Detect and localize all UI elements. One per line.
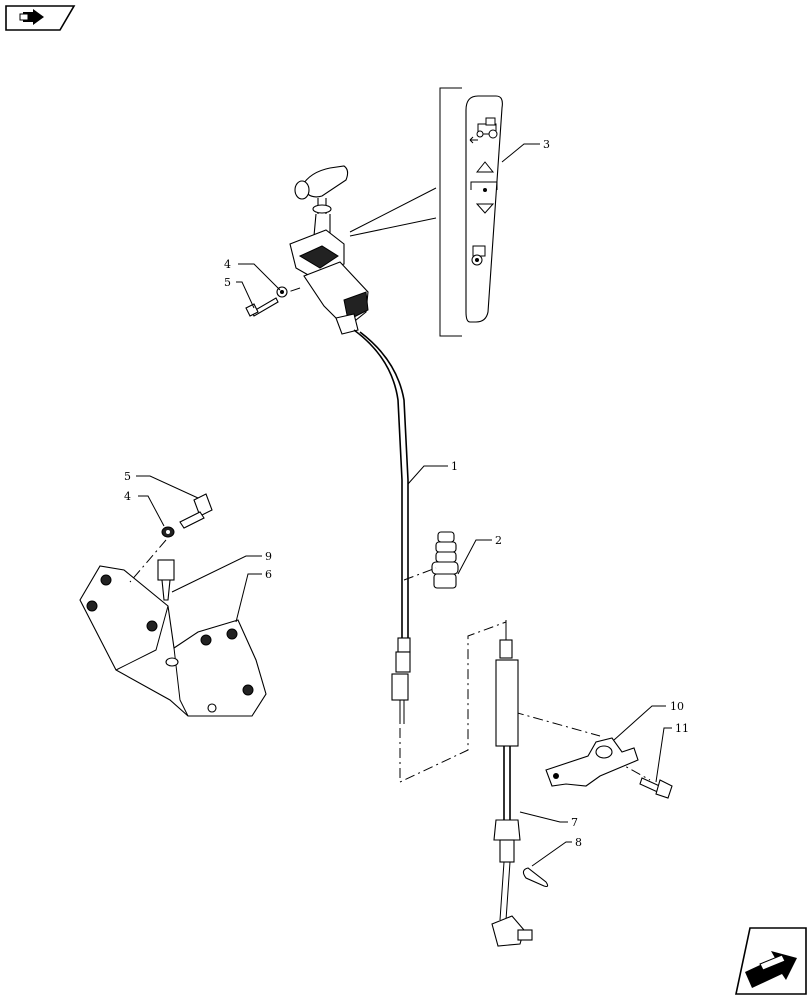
grommet-leader xyxy=(403,567,437,581)
bracket-bolt-washer xyxy=(129,493,213,583)
bracket-plate xyxy=(79,565,267,717)
bracket-bolt xyxy=(157,559,175,601)
callout-3: 3 xyxy=(543,138,550,151)
decal-detail xyxy=(349,87,503,337)
triangle-up-icon xyxy=(475,161,495,173)
triangle-down-icon xyxy=(475,203,495,214)
previous-page-button[interactable] xyxy=(5,5,76,31)
control-lever-assembly xyxy=(289,165,369,335)
callout-10: 10 xyxy=(670,700,684,713)
cable-end-fitting xyxy=(391,673,409,701)
callout-4-lever: 4 xyxy=(224,258,231,271)
callout-1: 1 xyxy=(451,460,458,473)
lever-bolt-washer xyxy=(245,286,301,317)
arrow-forward-icon xyxy=(745,951,797,988)
callout-7: 7 xyxy=(571,816,578,829)
lever-handle-knob xyxy=(301,165,349,198)
control-cable xyxy=(353,329,411,724)
callout-4-bracket: 4 xyxy=(124,490,131,503)
tractor-icon xyxy=(469,117,498,144)
mounting-bracket xyxy=(79,565,267,717)
lower-cable-tube xyxy=(495,659,519,747)
cable-clamp xyxy=(545,737,639,787)
arrow-back-icon xyxy=(19,9,44,25)
callout-9: 9 xyxy=(265,550,272,563)
detail-lead-lines xyxy=(349,187,437,237)
retaining-clip xyxy=(522,867,549,888)
callout-5-lever: 5 xyxy=(224,276,231,289)
lock-icon xyxy=(471,245,486,266)
detail-bracket xyxy=(439,87,462,337)
callout-6: 6 xyxy=(265,568,272,581)
lower-cable xyxy=(491,620,533,947)
clamp-routing-line xyxy=(513,711,601,737)
bracket-dot-icon xyxy=(470,181,498,192)
grommet xyxy=(431,531,459,589)
callout-8: 8 xyxy=(575,836,582,849)
callout-5-bracket: 5 xyxy=(124,470,131,483)
callout-2: 2 xyxy=(495,534,502,547)
next-page-button[interactable] xyxy=(735,927,807,995)
cable-routing-line xyxy=(399,621,507,783)
clamp-bolt xyxy=(639,777,673,799)
callout-11: 11 xyxy=(675,722,689,735)
